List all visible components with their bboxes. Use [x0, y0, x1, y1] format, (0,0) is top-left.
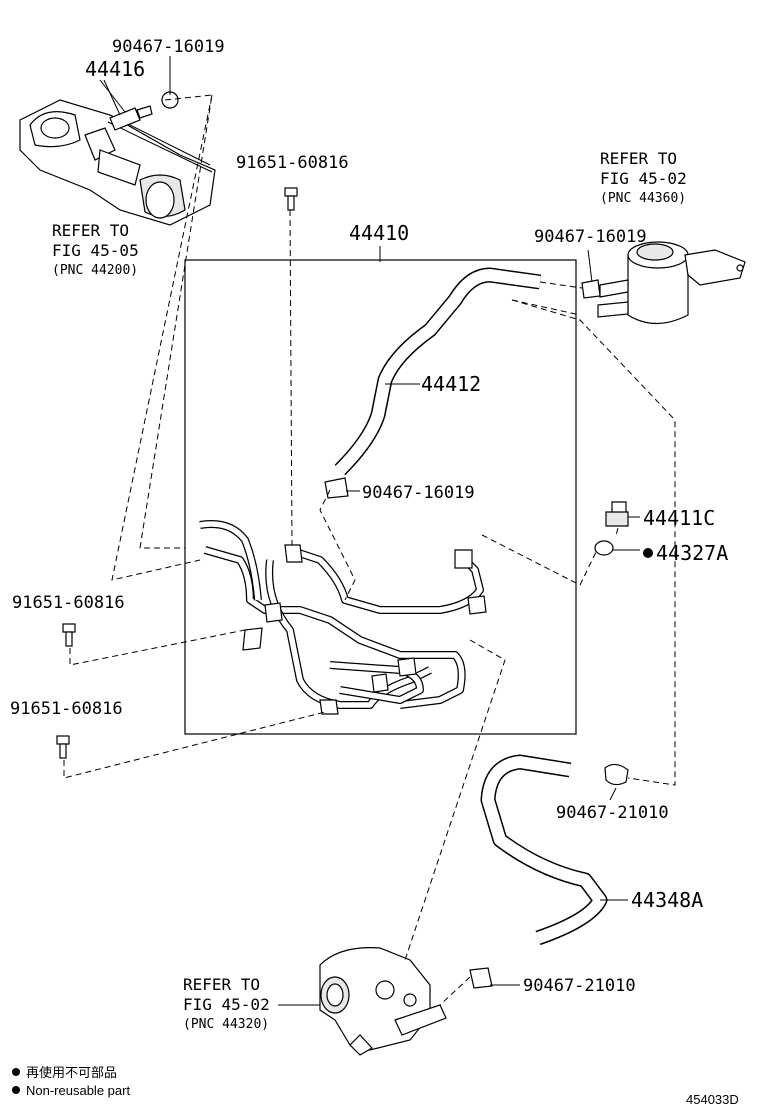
label-clamp-top: 90467-16019	[112, 37, 225, 57]
clamp-reservoir-icon	[581, 279, 601, 299]
bolt-left1-icon	[62, 623, 76, 647]
reservoir-illustration	[597, 241, 746, 324]
label-clamp-21010-bottom: 90467-21010	[523, 976, 636, 996]
label-refer-res-3: (PNC 44360)	[600, 191, 686, 206]
label-refer-res-1: REFER TO	[600, 149, 677, 168]
union-bolt-icon	[605, 501, 629, 527]
legend-bullet-1-icon	[12, 1068, 20, 1076]
legend-line-1: 再使用不可部品	[26, 1065, 117, 1080]
label-gasket-44327a: 44327A	[656, 541, 728, 565]
connector-lines	[63, 94, 676, 1006]
clamp-21010-top-icon	[604, 763, 629, 786]
bolt-left2-icon	[56, 735, 70, 759]
steering-gear-illustration	[19, 91, 216, 226]
label-refer-gear-2: FIG 45-05	[52, 241, 139, 260]
legend-line-2: Non-reusable part	[26, 1083, 130, 1098]
leader-lines	[103, 79, 640, 1006]
label-union-44411c: 44411C	[643, 506, 715, 530]
label-bolt-left1: 91651-60816	[12, 593, 125, 613]
legend-bullet-2-icon	[12, 1086, 20, 1094]
gasket-icon	[594, 540, 614, 556]
pressure-tube-bundle	[199, 520, 487, 715]
clamp-mid-icon	[324, 477, 349, 499]
non-reusable-marker-icon	[643, 548, 653, 558]
label-hose-44412: 44412	[421, 372, 481, 396]
label-clamp-21010-top: 90467-21010	[556, 803, 669, 823]
label-refer-pump-3: (PNC 44320)	[183, 1017, 269, 1032]
label-refer-gear-3: (PNC 44200)	[52, 263, 138, 278]
label-assy-44410: 44410	[349, 221, 409, 245]
label-refer-pump-2: FIG 45-02	[183, 995, 270, 1014]
label-clamp-mid: 90467-16019	[362, 483, 475, 503]
label-refer-pump-1: REFER TO	[183, 975, 260, 994]
label-clamp-res: 90467-16019	[534, 227, 647, 247]
label-bolt-left2: 91651-60816	[10, 699, 123, 719]
bolt-top-icon	[284, 187, 298, 211]
label-refer-res-2: FIG 45-02	[600, 169, 687, 188]
figure-id: 454033D	[686, 1092, 739, 1107]
label-refer-gear-1: REFER TO	[52, 221, 129, 240]
clamp-21010-bottom-icon	[469, 967, 493, 989]
power-steering-pump-illustration	[319, 947, 447, 1056]
label-hose-44416: 44416	[85, 57, 145, 81]
label-hose-44348a: 44348A	[631, 888, 703, 912]
label-bolt-top: 91651-60816	[236, 153, 349, 173]
